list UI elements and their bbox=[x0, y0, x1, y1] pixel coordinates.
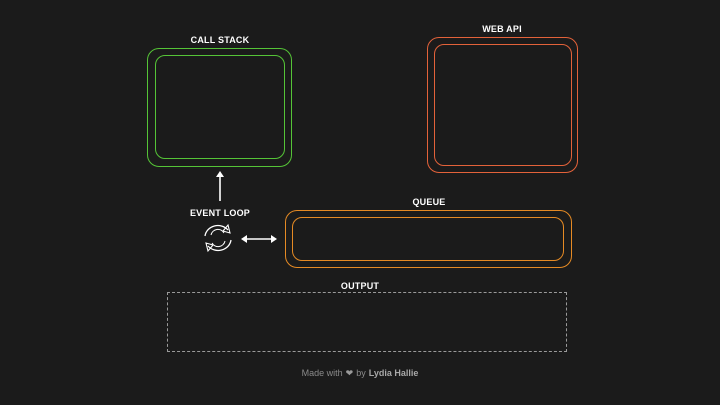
heart-icon: ❤ bbox=[345, 368, 354, 378]
event-loop-label: EVENT LOOP bbox=[189, 208, 250, 218]
refresh-icon bbox=[204, 223, 232, 253]
call-stack-label: CALL STACK bbox=[190, 35, 250, 45]
output-label: OUTPUT bbox=[340, 281, 380, 291]
footer-by: by bbox=[356, 368, 366, 378]
double-arrow-icon bbox=[241, 235, 277, 243]
footer-prefix: Made with bbox=[301, 368, 343, 378]
queue-label: QUEUE bbox=[412, 197, 446, 207]
queue-box bbox=[285, 210, 572, 268]
web-api-label: WEB API bbox=[482, 24, 522, 34]
queue-inner-box bbox=[292, 217, 564, 261]
web-api-box bbox=[427, 37, 578, 173]
arrow-up-icon bbox=[216, 171, 224, 201]
output-box bbox=[167, 292, 567, 352]
call-stack-box bbox=[147, 48, 292, 167]
call-stack-inner-box bbox=[155, 55, 285, 159]
footer-author: Lydia Hallie bbox=[368, 368, 419, 378]
web-api-inner-box bbox=[434, 44, 572, 166]
